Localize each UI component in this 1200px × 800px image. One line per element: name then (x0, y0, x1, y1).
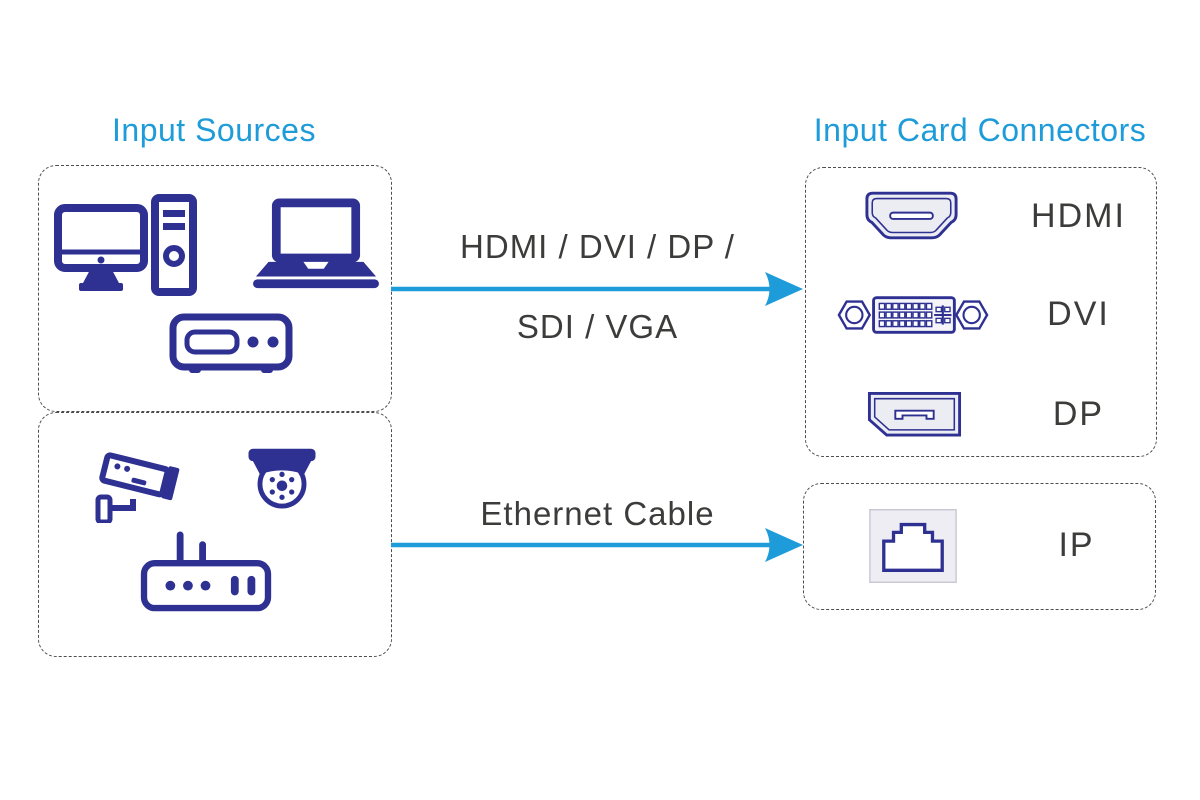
dp-port-icon (866, 391, 963, 438)
video-cable-arrow (391, 269, 803, 309)
input-card-box-video: HDMI DVI (805, 167, 1157, 457)
hdmi-port-icon (864, 191, 959, 241)
dvi-port-icon (837, 285, 989, 345)
ethernet-cable-arrow (391, 525, 803, 565)
input-sources-title: Input Sources (112, 112, 316, 148)
ip-port-label: IP (1058, 526, 1095, 564)
laptop-icon (253, 198, 379, 290)
rj45-port-icon (869, 509, 957, 583)
input-card-box-ip: IP (803, 483, 1156, 610)
hdmi-port-label: HDMI (1031, 197, 1126, 235)
video-cable-label-line2: SDI / VGA (516, 308, 679, 345)
dvi-port-label: DVI (1047, 295, 1110, 333)
cctv-camera-icon (89, 441, 189, 523)
router-icon (140, 530, 272, 612)
set-top-box-icon (169, 313, 293, 379)
ethernet-cable-label: Ethernet Cable (480, 495, 715, 532)
dome-camera-icon (243, 447, 321, 514)
input-sources-box-computers (38, 165, 392, 412)
input-sources-box-cameras (38, 412, 392, 657)
video-cable-label-line1: HDMI / DVI / DP / (460, 228, 735, 265)
desktop-computer-icon (53, 193, 198, 299)
input-card-connectors-title: Input Card Connectors (813, 112, 1147, 148)
dp-port-label: DP (1052, 395, 1105, 433)
